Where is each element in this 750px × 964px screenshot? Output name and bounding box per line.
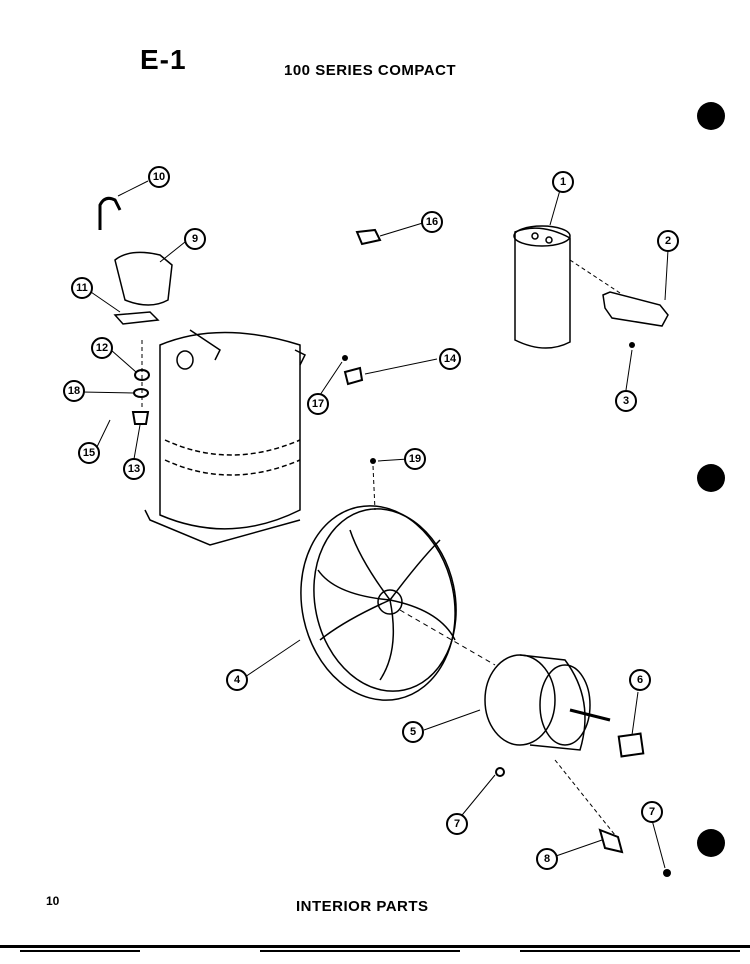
callout-label: 10: [153, 171, 165, 183]
sleeve-part: [598, 828, 624, 854]
callout-label: 9: [192, 233, 198, 245]
bracket-part: [602, 291, 669, 327]
callout-label: 19: [409, 453, 421, 465]
binder-hole: [697, 829, 725, 857]
callout-label: 1: [560, 176, 566, 188]
callout-label: 6: [637, 674, 643, 686]
capacitor: [513, 225, 571, 349]
callout-4: [226, 669, 248, 691]
callout-6: [629, 669, 651, 691]
callout-label: 12: [96, 342, 108, 354]
terminal-cover-part: [114, 251, 173, 306]
callout-label: 7: [649, 806, 655, 818]
callout-label: 13: [128, 463, 140, 475]
callout-label: 5: [410, 726, 416, 738]
callout-15: [78, 442, 100, 464]
section-title: INTERIOR PARTS: [296, 898, 429, 915]
fan-motor: [484, 654, 611, 751]
series-title: 100 SERIES COMPACT: [284, 62, 457, 79]
callout-7b: [641, 801, 663, 823]
plate-part: [617, 732, 645, 758]
fan-blade: [300, 505, 457, 701]
clip-part: [355, 228, 382, 246]
callout-label: 11: [76, 282, 88, 294]
callout-9: [184, 228, 206, 250]
nut-part: [495, 767, 505, 777]
callout-label: 15: [83, 447, 95, 459]
washer-part: [133, 388, 149, 398]
gasket-part: [113, 311, 160, 325]
callout-label: 18: [68, 385, 80, 397]
callout-7a: [446, 813, 468, 835]
compressor: [144, 329, 307, 546]
binder-hole: [697, 464, 725, 492]
callout-5: [402, 721, 424, 743]
callout-label: 3: [623, 395, 629, 407]
callout-16: [421, 211, 443, 233]
callout-label: 14: [444, 353, 457, 365]
screw-part: [629, 342, 635, 348]
callout-12: [91, 337, 113, 359]
callout-label: 17: [312, 398, 324, 410]
callout-2: [657, 230, 679, 252]
callout-label: 7: [454, 818, 460, 830]
callout-19: [404, 448, 426, 470]
callout-label: 16: [426, 216, 438, 228]
callout-14: [439, 348, 461, 370]
callout-bubbles: [63, 166, 679, 870]
callout-label: 4: [234, 674, 241, 686]
callout-3: [615, 390, 637, 412]
callout-13: [123, 458, 145, 480]
callout-label: 2: [665, 235, 671, 247]
leader-lines: [81, 180, 669, 869]
handle-part: [98, 196, 122, 230]
binder-hole: [697, 102, 725, 130]
mount-part: [131, 411, 150, 425]
callout-11: [71, 277, 93, 299]
callout-17: [307, 393, 329, 415]
callout-10: [148, 166, 170, 188]
callout-label: 8: [544, 853, 550, 865]
page-id: E-1: [140, 44, 187, 75]
callout-18: [63, 380, 85, 402]
fitting-part: [343, 366, 364, 386]
scan-edge: [0, 945, 750, 952]
callout-8: [536, 848, 558, 870]
page-number: 10: [46, 894, 60, 908]
nut-part: [663, 869, 671, 877]
callout-1: [552, 171, 574, 193]
screw-part: [342, 355, 348, 361]
